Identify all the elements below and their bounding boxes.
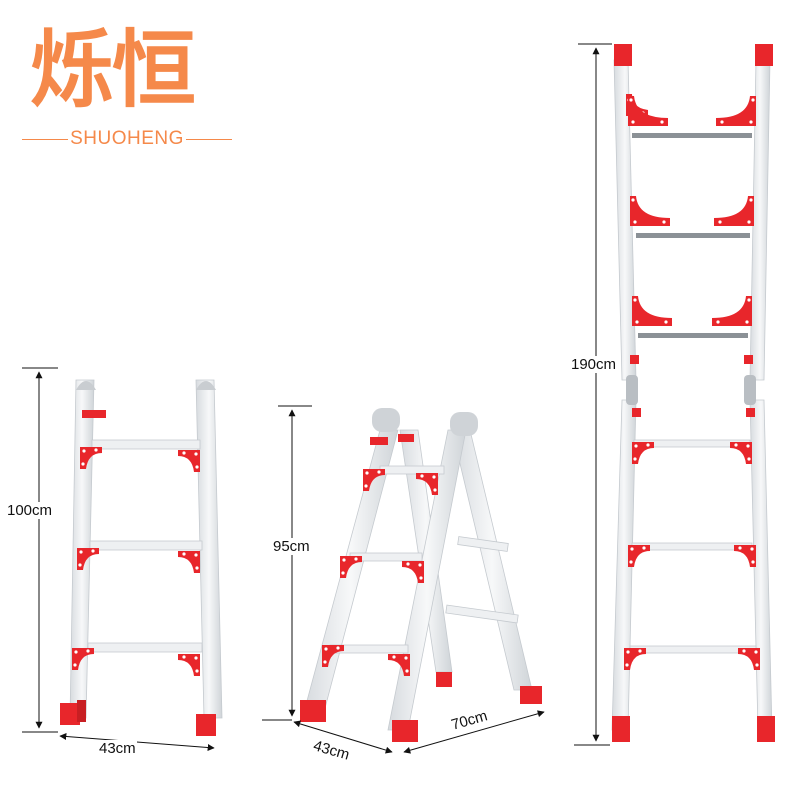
brand-name-en: SHUOHENG xyxy=(70,128,184,149)
brand-name-en-row: SHUOHENG xyxy=(22,128,233,150)
folded-width-label: 43cm xyxy=(98,740,137,757)
a-frame-height-label: 95cm xyxy=(272,538,311,555)
divider-line xyxy=(22,138,69,140)
extended-height-label: 190cm xyxy=(570,356,618,373)
brand-name-cn: 烁恒 xyxy=(30,21,196,119)
divider-line xyxy=(185,138,233,140)
brand-logo: 烁恒 SHUOHENG xyxy=(22,18,242,150)
a-frame-ladder xyxy=(262,405,545,754)
folded-height-label: 100cm xyxy=(6,502,54,519)
extended-ladder xyxy=(574,43,775,746)
folded-ladder xyxy=(22,367,223,751)
